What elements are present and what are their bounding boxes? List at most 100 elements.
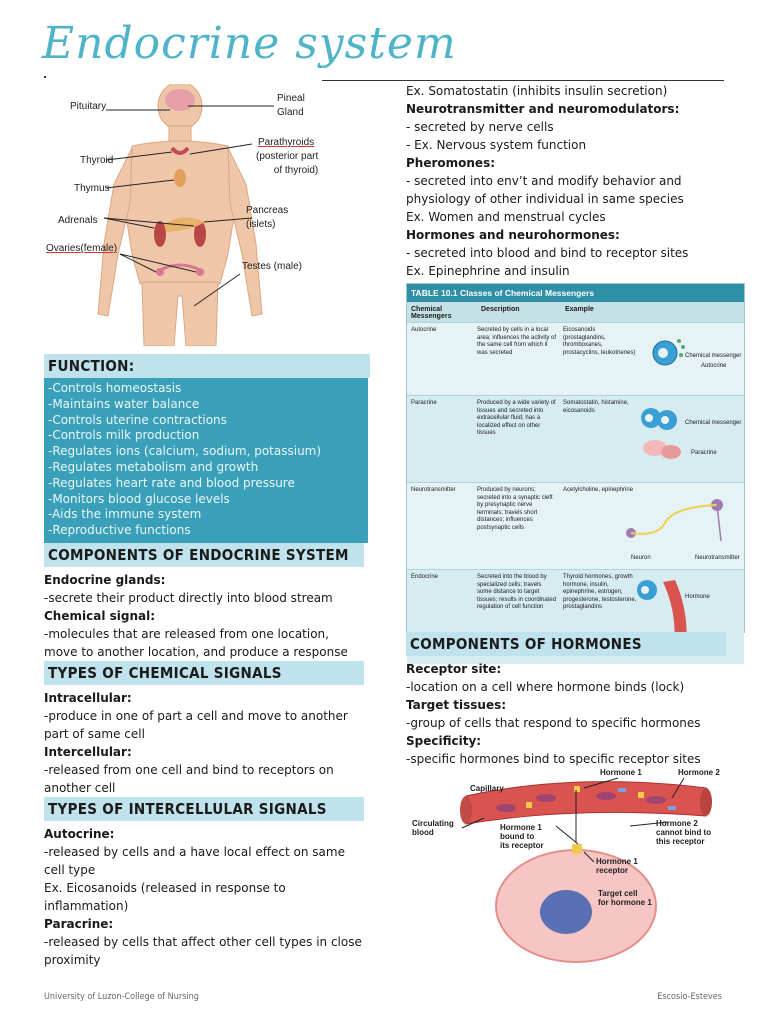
specificity-text: -specific hormones bind to specific rece…: [406, 752, 701, 766]
table-cell: Neurotransmitter: [411, 487, 456, 493]
thymus-label: Thymus: [74, 183, 110, 194]
table-cell: Secreted by cells in a local area; influ…: [477, 327, 557, 356]
table-cell: Eicosanoids (prostaglandins, thromboxane…: [563, 327, 636, 356]
function-item: -Controls uterine contractions: [48, 412, 227, 427]
neurotransmitter-item: - Ex. Nervous system function: [406, 138, 587, 152]
autocrine-label: Autocrine:: [44, 826, 115, 841]
autocrine-text: -released by cells and a have local effe…: [44, 844, 345, 877]
table-figure-label: Chemical messenger: [685, 353, 742, 359]
receptor-site-text: -location on a cell where hormone binds …: [406, 680, 685, 694]
function-item: -Regulates metabolism and growth: [48, 459, 259, 474]
table-figure-label: Autocrine: [701, 363, 727, 369]
hormone1-bound-label: Hormone 1 bound to its receptor: [500, 823, 544, 850]
hormone1-receptor-label: Hormone 1 receptor: [596, 857, 638, 875]
pheromones-example: Ex. Women and menstrual cycles: [406, 210, 606, 224]
hormone-components-heading: COMPONENTS OF HORMONES: [406, 632, 726, 656]
divider-line: [322, 80, 724, 81]
paracrine-example: Ex. Somatostatin (inhibits insulin secre…: [406, 84, 668, 98]
table-title: TABLE 10.1 Classes of Chemical Messenger…: [407, 284, 744, 302]
components-heading: COMPONENTS OF ENDOCRINE SYSTEM: [44, 542, 364, 567]
table-figure-label: Paracrine: [691, 450, 717, 456]
function-heading: FUNCTION:: [44, 354, 370, 378]
adrenals-label: Adrenals: [58, 215, 98, 226]
chemical-signal-label: Chemical signal:: [44, 608, 156, 623]
table-cell: Secreted into the blood by specialized c…: [477, 574, 557, 610]
right-column: Ex. Somatostatin (inhibits insulin secre…: [406, 82, 726, 280]
intracellular-text: -produce in one of part a cell and move …: [44, 708, 348, 741]
table-cell: Acetylcholine, epinephrine: [563, 487, 634, 493]
function-item: -Controls homeostasis: [48, 381, 182, 395]
pheromones-text: - secreted into env’t and modify behavio…: [406, 174, 684, 206]
target-cell-label: Target cell for hormone 1: [598, 889, 652, 907]
hormone-receptor-figure: Capillary Hormone 1 Hormone 2 Circulatin…: [406, 766, 742, 966]
hormones-label: Hormones and neurohormones:: [406, 228, 620, 242]
hormone2-label: Hormone 2: [678, 768, 720, 777]
parathyroids-sub-label: (posterior part of thyroid): [256, 151, 319, 176]
paracrine-text: -released by cells that affect other cel…: [44, 934, 362, 967]
function-item: -Reproductive functions: [48, 523, 191, 538]
body-illustration: [97, 81, 274, 347]
ovaries-label: Ovaries(female): [46, 243, 118, 254]
types-chemical-signals-heading: TYPES OF CHEMICAL SIGNALS: [44, 660, 364, 685]
bullet-dot: [44, 76, 46, 78]
function-item: -Aids the immune system: [48, 507, 202, 522]
table-cell: Somatostatin, histamine, eicosanoids: [563, 400, 629, 414]
function-item: -Maintains water balance: [48, 396, 200, 411]
capillary-label: Capillary: [470, 784, 504, 793]
table-header-cell: Description: [481, 306, 520, 313]
neuron-icon: [626, 499, 723, 542]
neurotransmitter-label: Neurotransmitter and neuromodulators:: [406, 102, 680, 116]
target-tissues-label: Target tissues:: [406, 698, 507, 712]
table-cell: Thyroid hormones, growth hormone, insuli…: [563, 574, 637, 610]
testes-label: Testes (male): [242, 261, 303, 272]
table-header-cell: Example: [565, 306, 594, 313]
function-list: -Controls homeostasis -Maintains water b…: [44, 378, 368, 543]
circulating-blood-label: Circulating blood: [412, 819, 454, 837]
table-header-cell: Chemical Messengers: [411, 306, 452, 320]
table-header-row: Chemical Messengers Description Example: [407, 302, 744, 322]
table-cell: Autocrine: [411, 327, 437, 333]
endocrine-glands-label: Endocrine glands:: [44, 572, 166, 587]
chemical-signal-text: -molecules that are released from one lo…: [44, 626, 348, 659]
pheromones-label: Pheromones:: [406, 156, 496, 170]
thyroid-label: Thyroid: [80, 155, 114, 166]
function-item: -Controls milk production: [48, 428, 200, 443]
hormone-components-section: COMPONENTS OF HORMONES Receptor site: -l…: [406, 632, 726, 768]
hormone-receptor-illustration: [460, 777, 712, 963]
table-cell: Paracrine: [411, 400, 437, 406]
intracellular-label: Intracellular:: [44, 690, 132, 705]
parathyroids-label: Parathyroids: [258, 137, 315, 148]
intercellular-text: -released from one cell and bind to rece…: [44, 762, 334, 795]
hormone2-cannot-bind-label: Hormone 2 cannot bind to this receptor: [656, 819, 712, 846]
autocrine-cell-icon: [652, 339, 685, 366]
footer-institution: University of Luzon-College of Nursing: [44, 992, 199, 1002]
neurotransmitter-item: - secreted by nerve cells: [406, 120, 554, 134]
table-row: Neurotransmitter Produced by neurons; se…: [407, 482, 744, 569]
paracrine-label: Paracrine:: [44, 916, 114, 931]
autocrine-example: Ex. Eicosanoids (released in response to…: [44, 880, 286, 913]
footer-author: Escosio-Esteves: [657, 992, 722, 1002]
target-tissues-text: -group of cells that respond to specific…: [406, 716, 701, 730]
endocrine-glands-text: -secrete their product directly into blo…: [44, 590, 333, 605]
table-figure-label: Neuron: [631, 555, 651, 561]
pancreas-label: Pancreas (islets): [246, 205, 289, 230]
left-column: FUNCTION: -Controls homeostasis -Maintai…: [44, 354, 370, 969]
intercellular-label: Intercellular:: [44, 744, 132, 759]
specificity-label: Specificity:: [406, 734, 482, 748]
function-item: -Regulates heart rate and blood pressure: [48, 475, 295, 490]
function-item: -Regulates ions (calcium, sodium, potass…: [48, 444, 322, 459]
table-row: Paracrine Produced by a wide variety of …: [407, 395, 744, 482]
pituitary-label: Pituitary: [70, 101, 107, 112]
table-row: Autocrine Secreted by cells in a local a…: [407, 322, 744, 395]
chemical-messengers-table: TABLE 10.1 Classes of Chemical Messenger…: [406, 283, 745, 664]
types-intercellular-heading: TYPES OF INTERCELLULAR SIGNALS: [44, 796, 364, 821]
hormone1-label: Hormone 1: [600, 768, 642, 777]
table-cell: Endocrine: [411, 574, 439, 580]
receptor-site-label: Receptor site:: [406, 662, 502, 676]
table-cell: Produced by neurons; secreted into a syn…: [477, 487, 553, 531]
paracrine-cells-icon: [641, 408, 681, 459]
function-item: -Monitors blood glucose levels: [48, 491, 230, 506]
hormones-text: - secreted into blood and bind to recept…: [406, 246, 689, 260]
table-figure-label: Chemical messenger: [685, 420, 742, 426]
endocrine-body-figure: Pituitary Pineal Gland Parathyroids (pos…: [44, 81, 334, 347]
